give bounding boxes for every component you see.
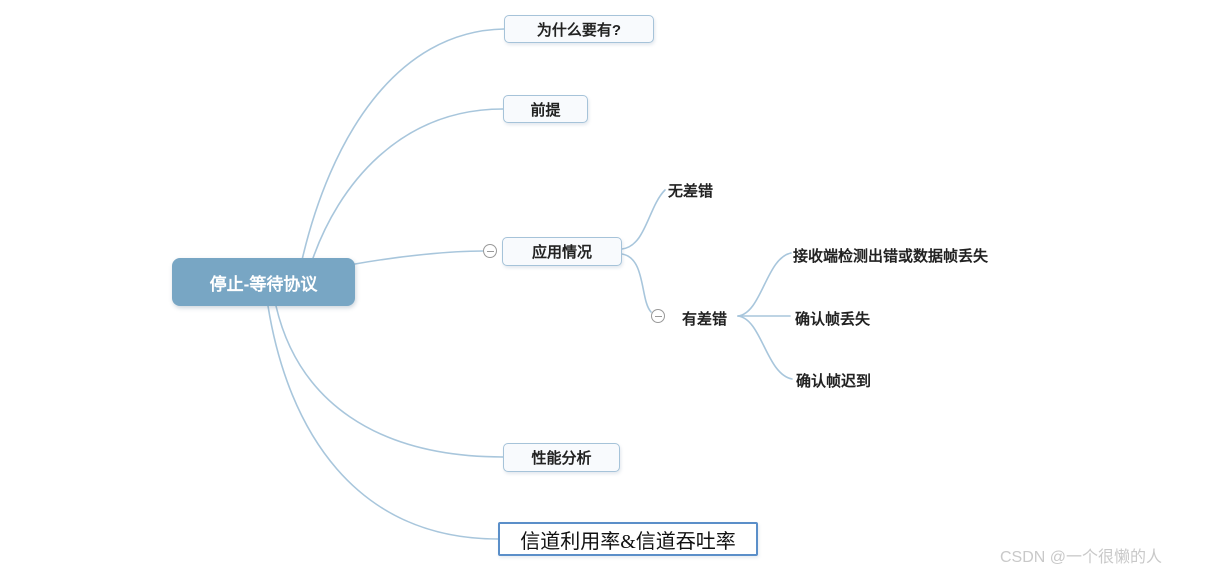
root-topic-label: 停止-等待协议 [209,274,318,294]
connector-has-error-ack-delayed [737,315,793,380]
connector-root-premise [311,108,504,262]
csdn-watermark-text: CSDN @一个很懒的人 [1000,549,1163,566]
topic-application[interactable]: 应用情况 [502,237,622,266]
topic-receiver-error-label: 接收端检测出错或数据帧丢失 [793,248,989,265]
root-topic[interactable]: 停止-等待协议 [172,258,355,306]
topic-premise[interactable]: 前提 [503,95,588,123]
topic-has-error[interactable]: 有差错 [682,308,727,329]
topic-channel-utilization-label: 信道利用率&信道吞吐率 [520,530,736,553]
connector-has-error-receiver-error [737,252,792,317]
topic-application-label: 应用情况 [531,244,592,261]
topic-premise-label: 前提 [530,101,561,119]
connector-application-no-error [621,189,666,250]
connector-application-has-error [621,253,652,313]
minus-circle-icon[interactable] [483,244,497,258]
topic-no-error[interactable]: 无差错 [668,180,713,201]
minus-circle-icon[interactable] [651,309,665,323]
minus-line [486,250,494,252]
connector-root-application [354,250,484,265]
topic-has-error-label: 有差错 [682,311,728,328]
topic-channel-utilization[interactable]: 信道利用率&信道吞吐率 [498,522,758,556]
topic-receiver-error[interactable]: 接收端检测出错或数据帧丢失 [793,245,988,266]
topic-why[interactable]: 为什么要有? [504,15,654,43]
connector-root-why [301,28,505,261]
topic-ack-lost[interactable]: 确认帧丢失 [795,308,870,329]
connector-root-channel [267,305,499,540]
csdn-watermark: CSDN @一个很懒的人 [1000,543,1162,567]
topic-ack-lost-label: 确认帧丢失 [795,311,871,328]
topic-no-error-label: 无差错 [668,183,714,200]
minus-line [654,315,662,317]
topic-performance[interactable]: 性能分析 [503,443,620,472]
connector-root-performance [275,305,504,458]
topic-performance-label: 性能分析 [531,450,592,467]
topic-ack-delayed-label: 确认帧迟到 [796,373,872,390]
topic-ack-delayed[interactable]: 确认帧迟到 [796,370,871,391]
topic-why-label: 为什么要有? [536,21,622,39]
